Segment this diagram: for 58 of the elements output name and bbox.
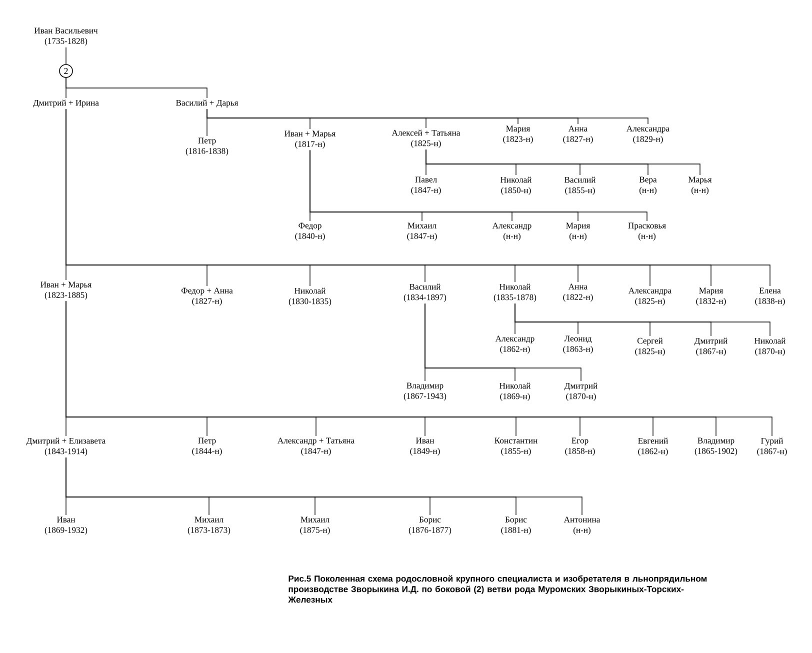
person-label: Николай (1850-н): [500, 176, 532, 195]
person-label: Антонина (н-н): [564, 516, 600, 535]
person-label: Дмитрий (1867-н): [694, 338, 728, 356]
person-label: Александр (1862-н): [495, 336, 534, 354]
person-label: Василий (1834-1897): [404, 284, 446, 302]
person-label: Николай (1835-1878): [494, 284, 536, 302]
person-label: Вера (н-н): [639, 176, 657, 195]
person-label: Иван + Марья (1823-1885): [40, 282, 92, 300]
person-label: Анна (1827-н): [563, 126, 593, 144]
person-label: Марья (н-н): [688, 176, 712, 195]
person-label: Иван Васильевич (1735-1828): [34, 28, 98, 46]
tree-line: [514, 303, 770, 336]
person-label: Борис (1881-н): [501, 516, 531, 535]
person-label: Михаил (1847-н): [407, 222, 437, 241]
person-label: Василий (1855-н): [564, 176, 596, 195]
person-label: Евгений (1862-н): [638, 438, 668, 456]
person-label: Николай (1830-1835): [288, 288, 332, 306]
person-label: Леонид (1863-н): [563, 336, 593, 354]
person-label: Михаил (1873-1873): [188, 516, 230, 535]
person-label: Алексей + Татьяна (1825-н): [392, 130, 460, 148]
person-label: Иван (1849-н): [410, 438, 440, 456]
person-label: Федор + Анна (1827-н): [181, 288, 233, 306]
person-label: Владимир (1865-1902): [694, 438, 738, 456]
person-label: Елена (1838-н): [755, 288, 785, 306]
person-label: Петр (1844-н): [192, 438, 222, 456]
tree-line: [424, 303, 582, 382]
tree-line: [206, 108, 648, 124]
person-label: Мария (1832-н): [696, 288, 726, 306]
person-label: Дмитрий (1870-н): [564, 382, 598, 401]
person-label: Александр + Татьяна (1847-н): [278, 438, 354, 456]
person-label: Иван + Марья (1817-н): [284, 130, 336, 149]
person-label: Прасковья (н-н): [628, 222, 666, 241]
tree-line: [66, 78, 208, 98]
person-label: Мария (н-н): [566, 222, 590, 241]
person-label: Иван (1869-1932): [44, 516, 88, 535]
person-label: Борис (1876-1877): [408, 516, 452, 535]
person-label: Павел (1847-н): [411, 176, 441, 195]
tree-line: [426, 149, 700, 176]
person-label: Николай (1869-н): [500, 382, 531, 401]
person-label: Егор (1858-н): [565, 438, 595, 456]
person-label: Анна (1822-н): [563, 284, 593, 302]
person-label: Мария (1823-н): [503, 126, 533, 144]
person-label: Александра (1825-н): [628, 288, 672, 306]
person-label: Дмитрий + Ирина: [33, 100, 99, 108]
person-label: Константин (1855-н): [494, 438, 538, 456]
person-label: Александра (1829-н): [626, 126, 670, 144]
person-label: Михаил (1875-н): [300, 516, 330, 535]
person-label: Александр (н-н): [492, 222, 532, 241]
person-label: Дмитрий + Елизавета (1843-1914): [26, 438, 106, 456]
person-label: Гурий (1867-н): [757, 438, 787, 456]
person-label: Сергей (1825-н): [635, 338, 665, 356]
tree-line: [310, 150, 648, 222]
person-label: Петр (1816-1838): [186, 138, 228, 156]
person-label: Василий + Дарья: [176, 100, 238, 108]
figure-caption: Рис.5 Поколенная схема родословной крупного специалиста и изобретателя в льнопрядильном производстве Зворыкина И.Д. по боковой (2) ветви рода Муромских Зворыкиных-Торских-Железных: [288, 575, 707, 603]
person-label: Федор (1840-н): [295, 222, 325, 241]
person-label: Николай (1870-н): [754, 338, 786, 356]
person-label: Владимир (1867-1943): [404, 382, 446, 401]
